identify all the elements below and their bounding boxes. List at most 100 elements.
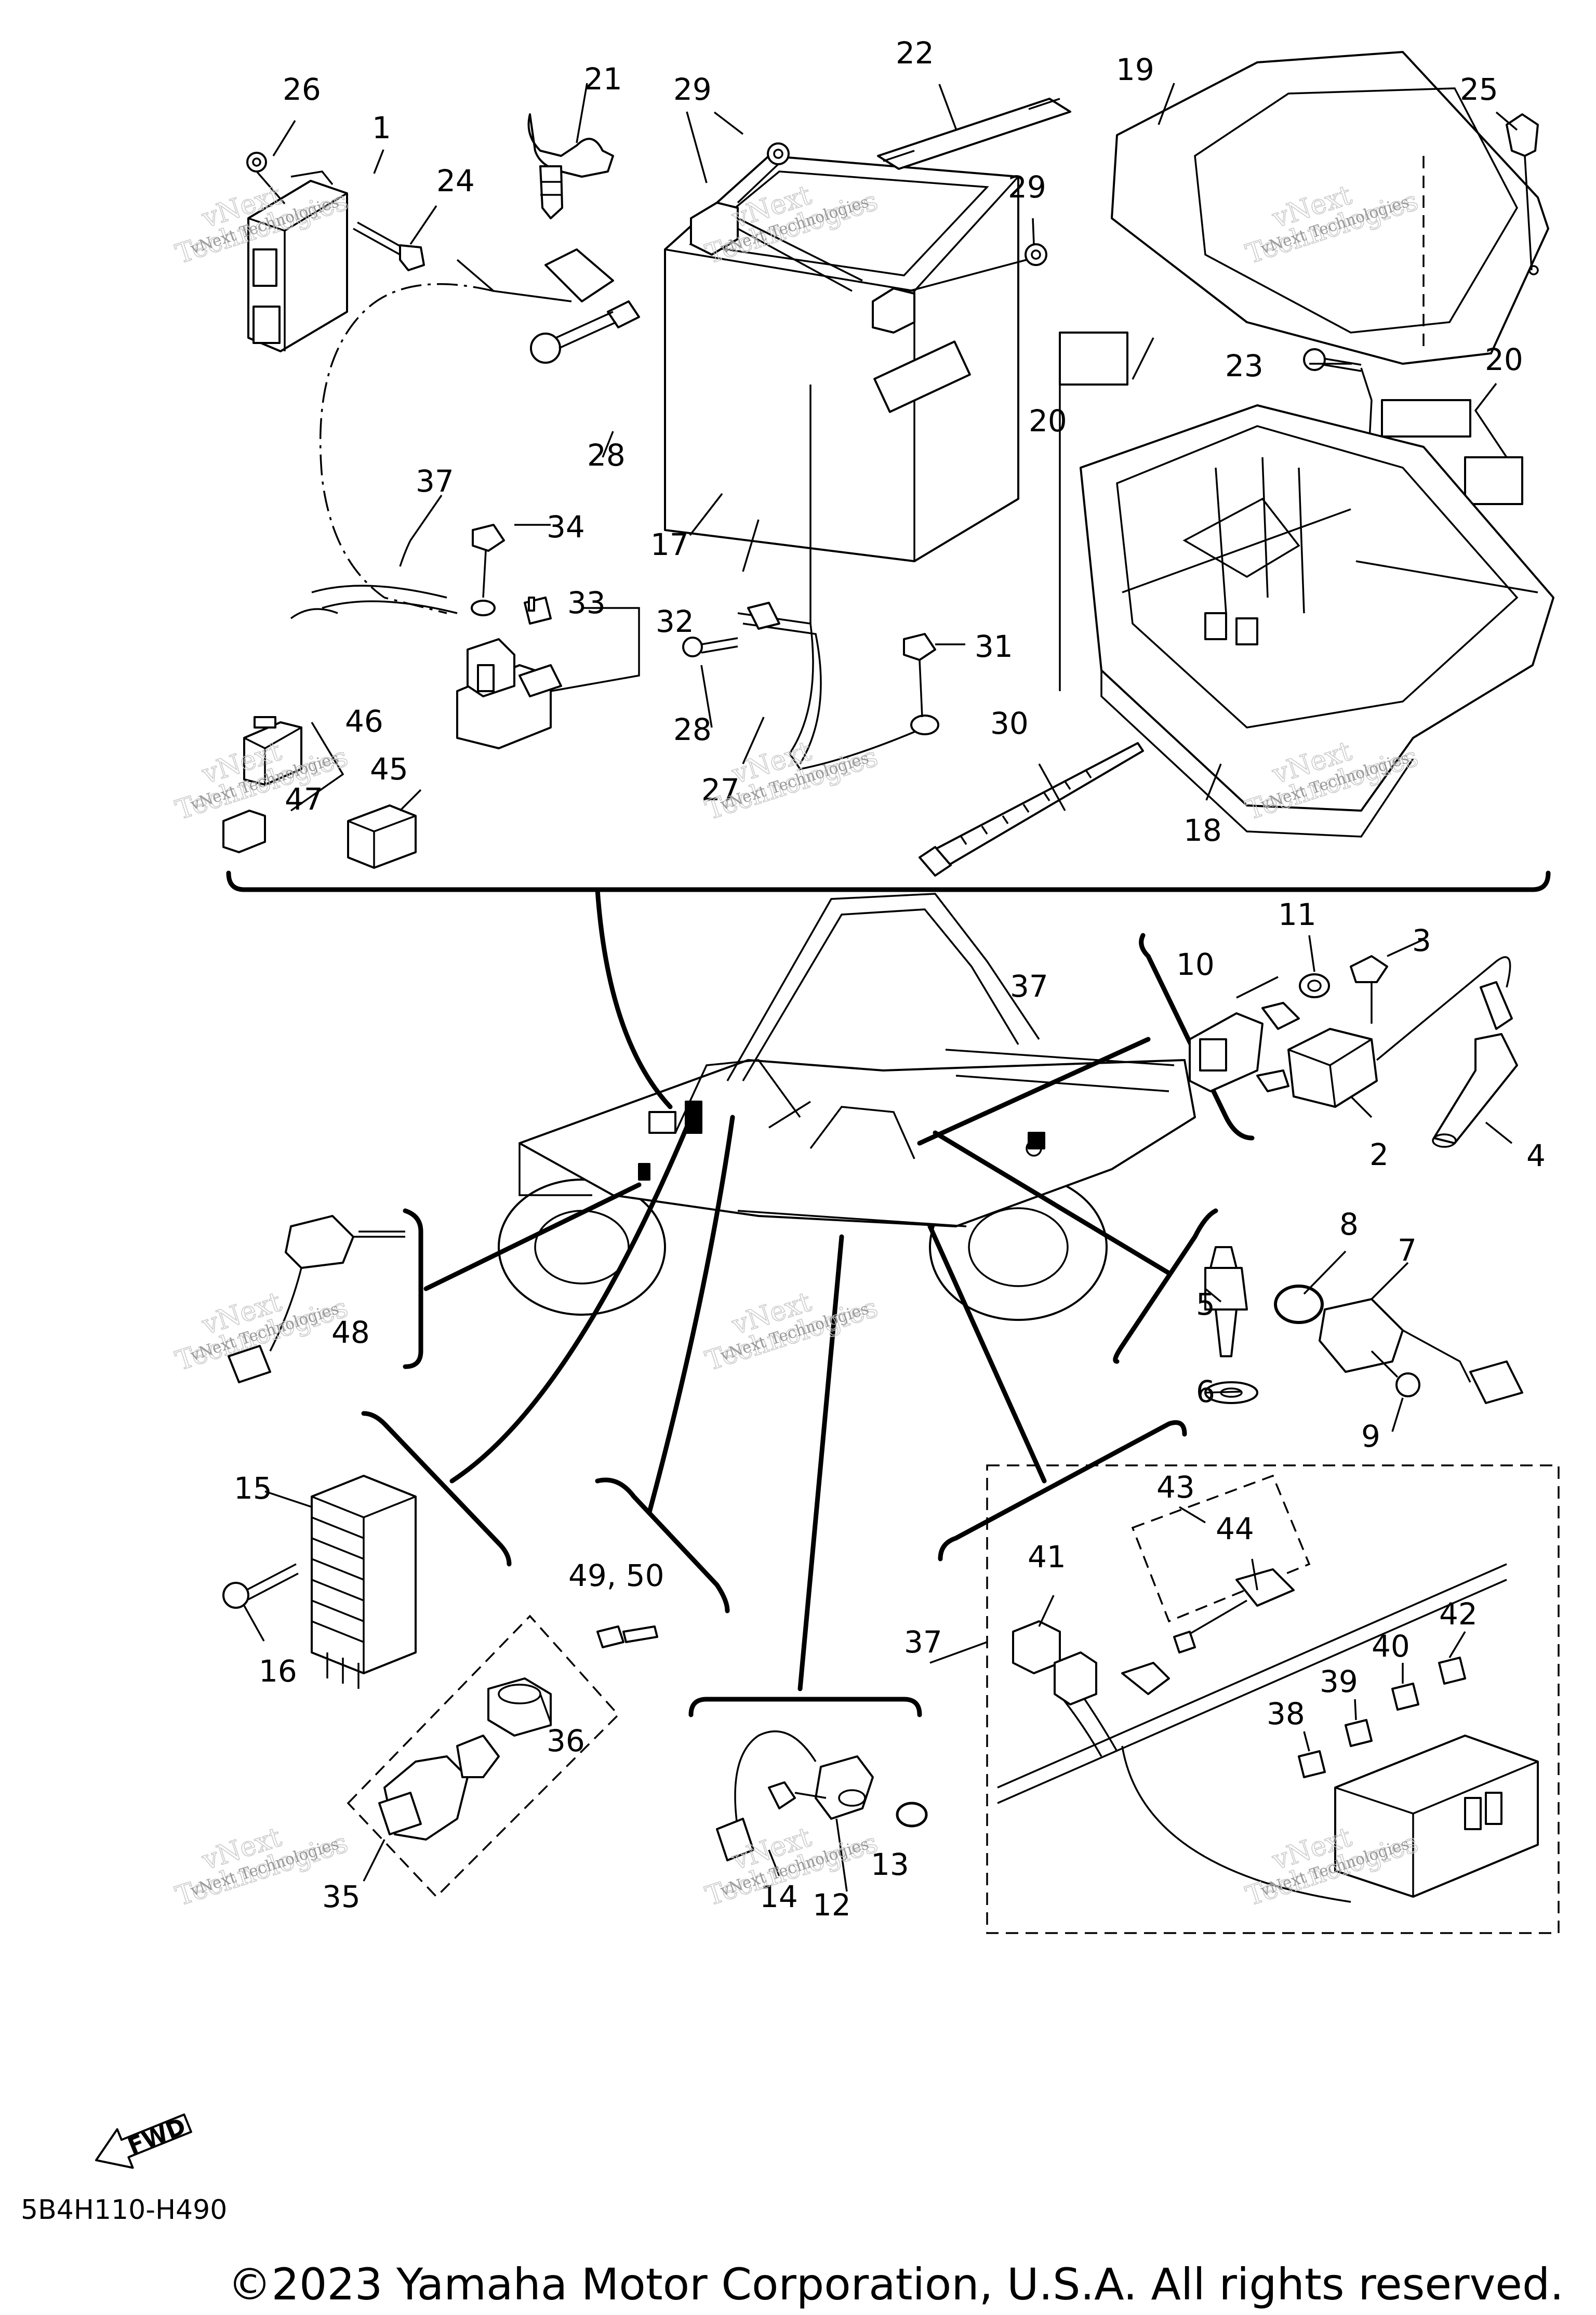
part-sensor-48[interactable] [228,1215,405,1383]
part-bolt-31[interactable] [903,633,936,718]
part-bolt-34[interactable] [471,524,505,616]
part-nut-26[interactable] [246,152,286,205]
callout-4: 4 [1526,1138,1546,1173]
part-lead-44[interactable] [1173,1568,1295,1653]
part-cable-27[interactable] [737,602,939,770]
part-washer-11[interactable] [1299,973,1330,998]
part-plug-cap-4[interactable] [1376,956,1518,1148]
watermark: vNext Technologies vNext Technologies [701,1286,882,1378]
callout-20a: 20 [1029,403,1067,439]
callout-43: 43 [1156,1470,1195,1505]
callout-39: 39 [1320,1664,1358,1699]
part-battery[interactable] [664,155,1019,562]
part-fuse-39[interactable] [1345,1719,1373,1747]
pointer-49 [647,1115,735,1515]
part-key-49-50[interactable] [596,1625,658,1648]
callout-24: 24 [436,163,475,199]
callout-37a: 37 [416,464,454,499]
part-sensor-7[interactable] [1319,1298,1523,1404]
part-bolt-24[interactable] [353,221,425,271]
part-coil-2[interactable] [1256,1028,1378,1108]
callout-34: 34 [547,509,585,545]
callout-31: 31 [975,629,1013,664]
part-cover-19[interactable] [1111,51,1549,365]
part-switch-35[interactable] [378,1735,500,1841]
part-cable-tie-30[interactable] [919,742,1144,877]
callout-21: 21 [584,61,622,97]
callout-36: 36 [547,1723,585,1758]
watermark: vNext Technologies vNext Technologies [701,735,882,827]
part-relay-41[interactable] [1012,1620,1061,1674]
callout-10: 10 [1176,947,1215,982]
pointer-48 [423,1182,642,1291]
pointer-top [595,887,673,1109]
dashed-box-35 [347,1615,620,1898]
callout-32: 32 [656,604,694,639]
fwd-arrow-icon: FWD [95,2113,192,2169]
part-fuse-40[interactable] [1391,1683,1419,1711]
part-bolt-9[interactable] [1371,1350,1420,1397]
callout-29b: 29 [1008,169,1046,205]
part-connector-46[interactable] [243,716,302,786]
part-clip-21[interactable] [527,83,614,219]
callout-15: 15 [234,1471,272,1506]
callout-14: 14 [760,1879,798,1914]
part-bolt-16[interactable] [222,1563,299,1609]
part-bolt-3[interactable] [1350,955,1388,1024]
part-pad-20-right-a[interactable] [1381,399,1471,438]
part-pad-20-left[interactable] [1059,332,1128,386]
part-fuse-38[interactable] [1298,1750,1326,1778]
part-fuse-42[interactable] [1438,1657,1466,1685]
part-rectifier-15[interactable] [311,1475,417,1689]
callout-48: 48 [331,1315,370,1350]
part-oring-13[interactable] [896,1802,928,1828]
part-relay-41b[interactable] [1054,1651,1097,1705]
part-fuse-33[interactable] [524,597,552,625]
callout-35: 35 [322,1879,361,1914]
part-bolt-28-upper[interactable] [530,311,617,364]
callout-1: 1 [372,110,391,145]
part-wire-harness-37[interactable] [997,1563,1507,1903]
callout-2: 2 [1369,1137,1389,1172]
callout-45: 45 [370,751,408,787]
callout-40: 40 [1372,1629,1410,1664]
part-relay-32[interactable] [456,638,562,749]
part-spark-plug-5[interactable] [1204,1246,1248,1357]
bracket-group-15 [361,1411,512,1567]
callout-27: 27 [701,772,740,808]
callout-17: 17 [650,527,689,562]
part-ecu[interactable] [247,170,348,352]
pointer-10 [917,1037,1151,1146]
part-nut-29-right[interactable] [909,243,1047,292]
callout-6: 6 [1196,1374,1215,1409]
part-sensor-10[interactable] [1189,1002,1300,1092]
part-bolt-14[interactable] [768,1781,827,1809]
callout-9: 9 [1361,1419,1380,1454]
part-screw-25[interactable] [1506,113,1539,275]
bracket-group-49 [595,1477,730,1613]
callout-19: 19 [1116,52,1154,87]
part-connector-37b[interactable] [1121,1662,1170,1695]
pointer-5 [933,1130,1172,1276]
diagram-code: 5B4H110-H490 [21,2194,227,2226]
part-nut-29-left[interactable] [737,142,790,204]
callout-37c: 37 [904,1624,942,1660]
part-battery-box-18[interactable] [1080,404,1554,838]
callout-5: 5 [1196,1287,1215,1322]
top-section-bracket [226,870,1551,892]
part-connector-47[interactable] [222,810,266,853]
callout-11: 11 [1278,897,1316,932]
part-strap-22[interactable] [877,98,1071,170]
part-cap-36[interactable] [487,1677,552,1737]
part-pad-20-right-b[interactable] [1464,456,1523,505]
callout-44: 44 [1216,1511,1254,1546]
part-bolt-28-lower[interactable] [682,637,738,657]
callout-49-50: 49, 50 [568,1558,664,1593]
pointer-37 [927,1224,1047,1484]
callout-12: 12 [813,1887,851,1923]
part-45[interactable] [347,804,417,869]
part-fuse-box[interactable] [1334,1735,1539,1898]
part-sensor-12[interactable] [716,1730,874,1861]
callout-20b: 20 [1485,342,1523,377]
part-oring-8[interactable] [1274,1285,1324,1324]
